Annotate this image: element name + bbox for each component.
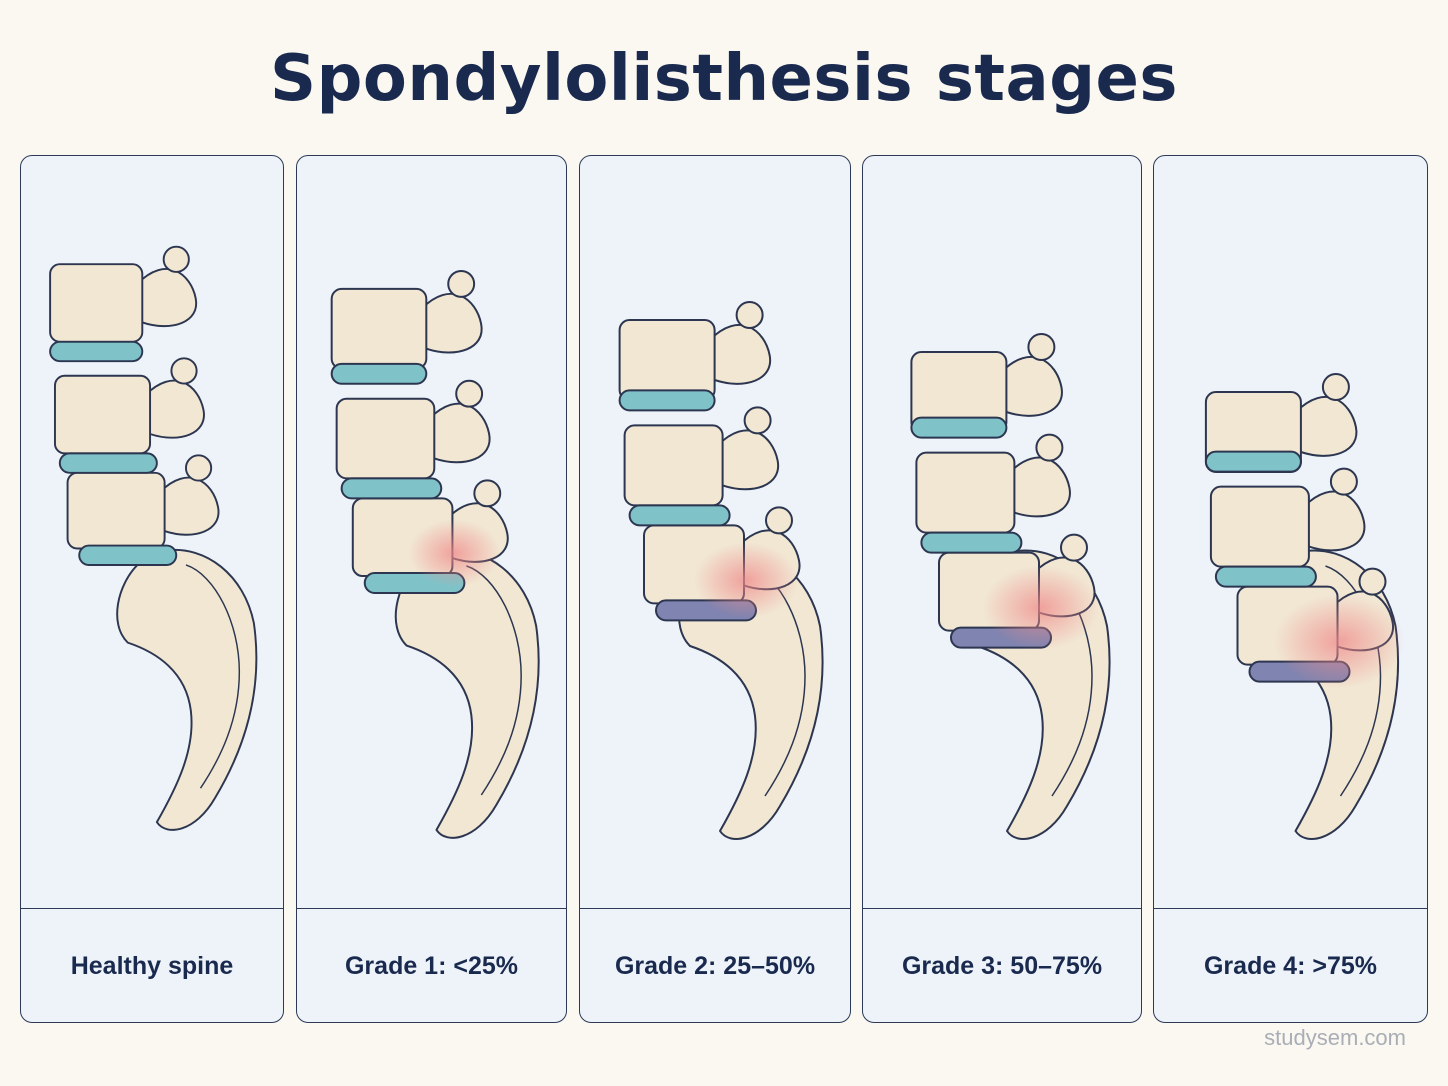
- spinous-process: [420, 293, 483, 354]
- intervertebral-disc: [1204, 450, 1302, 473]
- caption-area: Grade 1: <25%: [297, 908, 566, 1022]
- sacrum-ridge: [185, 564, 241, 789]
- vertebral-body: [330, 287, 428, 370]
- spine-illustration: [21, 156, 283, 908]
- watermark: studysem.com: [1264, 1025, 1406, 1050]
- sacrum: [116, 548, 258, 831]
- vertebral-body: [335, 397, 436, 480]
- facet: [447, 269, 476, 298]
- stage-caption: Healthy spine: [70, 952, 234, 980]
- intervertebral-disc: [78, 544, 178, 566]
- facet: [1358, 567, 1387, 596]
- facet: [735, 301, 764, 329]
- vertebral-body: [49, 263, 144, 343]
- facet: [184, 454, 213, 482]
- stage-panel-grade-1: Grade 1: <25%: [296, 155, 567, 1023]
- spinous-process: [1302, 490, 1366, 552]
- vertebra-2: [915, 433, 1071, 534]
- sacrum: [678, 549, 824, 840]
- facet: [1035, 433, 1064, 462]
- spine-svg: [330, 269, 540, 839]
- spinous-process: [428, 402, 491, 464]
- spinous-process: [716, 429, 780, 491]
- spine-illustration: [863, 156, 1141, 908]
- facet: [473, 479, 502, 508]
- stage-caption: Grade 4: >75%: [1203, 952, 1377, 980]
- vertebral-body: [53, 374, 152, 455]
- inflammation-glow: [408, 519, 501, 587]
- sacrum-ridge: [466, 565, 522, 796]
- caption-area: Healthy spine: [21, 908, 283, 1022]
- stage-panel-grade-3: Grade 3: 50–75%: [862, 155, 1142, 1023]
- vertebral-body: [618, 319, 716, 401]
- spine-illustration: [297, 156, 566, 908]
- vertebra-2: [623, 406, 780, 507]
- sacrum: [394, 549, 540, 839]
- spinous-process: [136, 268, 198, 327]
- facet: [1329, 467, 1358, 496]
- vertebra-2: [335, 379, 491, 480]
- facet: [1060, 533, 1088, 562]
- facet: [170, 357, 198, 385]
- vertebral-body: [915, 451, 1016, 534]
- intervertebral-disc: [910, 416, 1008, 439]
- spine-svg: [49, 245, 258, 831]
- caption-area: Grade 3: 50–75%: [863, 908, 1141, 1022]
- spine-svg: [618, 301, 824, 840]
- intervertebral-disc: [1214, 565, 1317, 588]
- stage-caption: Grade 3: 50–75%: [901, 952, 1103, 980]
- inflammation-glow: [694, 542, 798, 619]
- spinous-process: [158, 476, 220, 536]
- vertebral-body: [66, 471, 166, 550]
- stage-panel-grade-2: Grade 2: 25–50%: [579, 155, 851, 1023]
- vertebra-2: [53, 357, 205, 455]
- spine-svg: [910, 333, 1111, 840]
- intervertebral-disc: [330, 362, 428, 385]
- intervertebral-disc: [58, 452, 158, 474]
- spine-illustration: [1154, 156, 1427, 908]
- intervertebral-disc: [920, 531, 1023, 554]
- caption-area: Grade 2: 25–50%: [580, 908, 850, 1022]
- vertebra-3: [66, 454, 220, 550]
- spinous-process: [1000, 356, 1063, 417]
- spinous-process: [708, 324, 772, 385]
- intervertebral-disc: [618, 389, 716, 412]
- intervertebral-disc: [340, 477, 443, 500]
- page-title: Spondylolisthesis stages: [270, 42, 1178, 116]
- intervertebral-disc: [628, 504, 731, 527]
- stage-caption: Grade 2: 25–50%: [614, 952, 816, 980]
- facet: [1321, 373, 1350, 401]
- stage-caption: Grade 1: <25%: [344, 952, 518, 980]
- vertebra-1: [910, 333, 1063, 433]
- intervertebral-disc: [49, 340, 144, 363]
- inflammation-glow: [1274, 594, 1405, 689]
- caption-area: Grade 4: >75%: [1154, 908, 1427, 1022]
- facet: [455, 379, 484, 408]
- spine-illustration: [580, 156, 850, 908]
- spinous-process: [144, 379, 205, 439]
- vertebra-2: [1209, 467, 1366, 568]
- facet: [743, 406, 772, 435]
- spine-svg: [1204, 373, 1405, 840]
- stage-panel-grade-4: Grade 4: >75%: [1153, 155, 1428, 1023]
- vertebra-1: [49, 245, 198, 343]
- spinous-process: [1294, 396, 1358, 457]
- vertebral-body: [623, 424, 724, 507]
- spinous-process: [1008, 456, 1071, 518]
- stage-panel-healthy: Healthy spine: [20, 155, 284, 1023]
- facet: [162, 245, 190, 273]
- vertebra-1: [618, 301, 772, 401]
- vertebra-1: [330, 269, 483, 370]
- facet: [1027, 333, 1056, 361]
- facet: [765, 506, 793, 535]
- vertebral-body: [1209, 485, 1310, 568]
- inflammation-glow: [983, 565, 1099, 650]
